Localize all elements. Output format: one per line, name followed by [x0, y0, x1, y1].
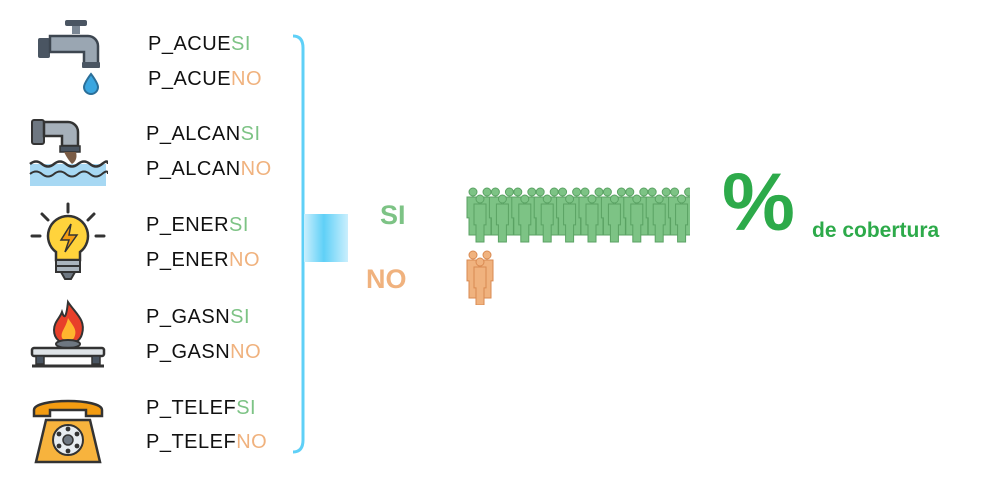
var-suffix-si: SI	[236, 397, 257, 419]
var-gasn-no: P_GASNNO	[146, 341, 261, 364]
var-suffix-no: NO	[236, 431, 268, 453]
category-no-label: NO	[366, 264, 407, 294]
person-group-si	[600, 187, 628, 243]
var-ener-si: P_ENERSI	[146, 214, 249, 237]
var-prefix: P_TELEF	[146, 431, 237, 453]
var-alcan-no: P_ALCANNO	[146, 158, 272, 181]
var-suffix-si: SI	[229, 214, 249, 236]
coverage-label: de cobertura	[812, 219, 940, 242]
person-group-no	[466, 250, 494, 305]
var-gasn-si: P_GASNSI	[146, 306, 250, 329]
percent-symbol: %	[722, 157, 795, 248]
var-acue-si: P_ACUESI	[148, 33, 251, 56]
var-prefix: P_ENER	[146, 249, 230, 271]
person-group-si	[488, 187, 516, 243]
var-prefix: P_TELEF	[146, 397, 237, 419]
var-prefix: P_ALCAN	[146, 123, 241, 145]
var-acue-no: P_ACUENO	[148, 68, 262, 91]
var-prefix: P_ALCAN	[146, 158, 241, 180]
category-si-label: SI	[380, 200, 406, 230]
var-suffix-no: NO	[231, 68, 263, 90]
lightbulb-icon	[30, 202, 106, 280]
grouping-bracket	[292, 34, 305, 454]
var-suffix-no: NO	[240, 158, 272, 180]
person-group-si	[466, 187, 494, 243]
person-group-si	[623, 187, 651, 243]
var-suffix-si: SI	[240, 123, 261, 145]
bracket-connector	[304, 214, 348, 262]
var-suffix-si: SI	[230, 306, 251, 328]
var-telef-no: P_TELEFNO	[146, 431, 267, 454]
var-suffix-si: SI	[231, 33, 251, 55]
var-suffix-no: NO	[230, 341, 262, 363]
var-ener-no: P_ENERNO	[146, 249, 260, 272]
people-si-group	[466, 187, 690, 243]
var-prefix: P_GASN	[146, 306, 231, 328]
var-prefix: P_ACUE	[148, 68, 232, 90]
var-suffix-no: NO	[229, 249, 261, 271]
person-group-si	[533, 187, 561, 243]
people-no-group	[466, 250, 494, 305]
person-group-si	[668, 187, 690, 243]
gas-stove-icon	[30, 299, 106, 368]
telephone-icon	[32, 399, 104, 464]
var-alcan-si: P_ALCANSI	[146, 123, 261, 146]
var-prefix: P_ENER	[146, 214, 230, 236]
var-prefix: P_ACUE	[148, 33, 232, 55]
var-telef-si: P_TELEFSI	[146, 397, 256, 420]
faucet-icon	[38, 20, 100, 95]
var-prefix: P_GASN	[146, 341, 231, 363]
sewer-pipe-icon	[29, 119, 108, 186]
